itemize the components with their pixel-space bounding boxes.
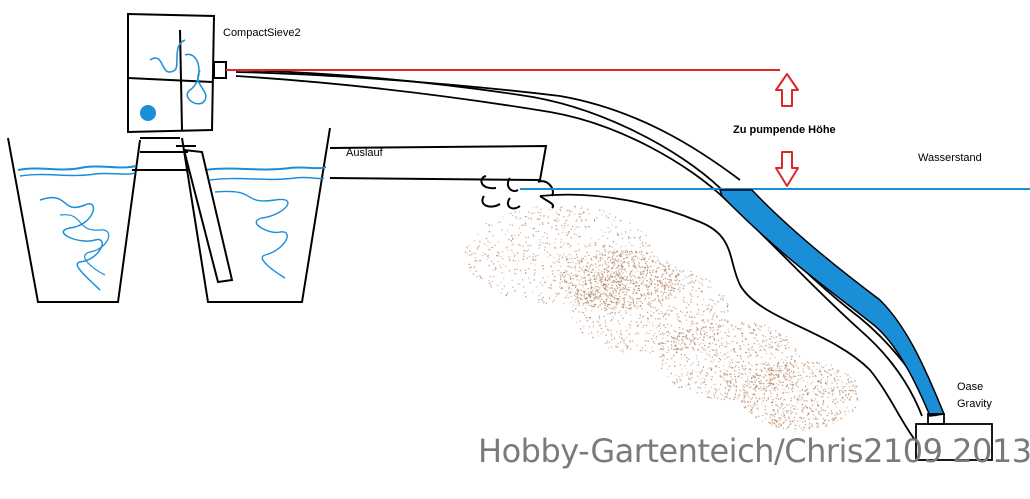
compact-sieve <box>127 12 236 134</box>
pump-label-line1: Oase <box>957 381 984 393</box>
watermark: Hobby-Gartenteich/Chris2109 2013 <box>478 432 1030 470</box>
pump-label-line2: Gravity <box>957 398 992 410</box>
sieve-outlet-pipe <box>176 145 234 284</box>
filter-tank-right <box>181 127 331 303</box>
pond-bank <box>235 71 916 441</box>
water-level-label: Wasserstand <box>918 152 982 164</box>
outlet-channel <box>329 144 554 210</box>
oase-gravity-pump <box>915 413 993 461</box>
arrow-down-icon <box>775 151 799 187</box>
outlet-label: Auslauf <box>346 147 383 159</box>
arrow-up-icon <box>775 73 799 107</box>
sieve-label: CompactSieve2 <box>223 27 301 39</box>
tank-bridge <box>132 137 188 171</box>
sediment-cloud <box>464 205 859 431</box>
filter-tank-left <box>7 137 141 303</box>
supply-hose <box>235 69 937 417</box>
pump-height-label: Zu pumpende Höhe <box>733 124 836 136</box>
